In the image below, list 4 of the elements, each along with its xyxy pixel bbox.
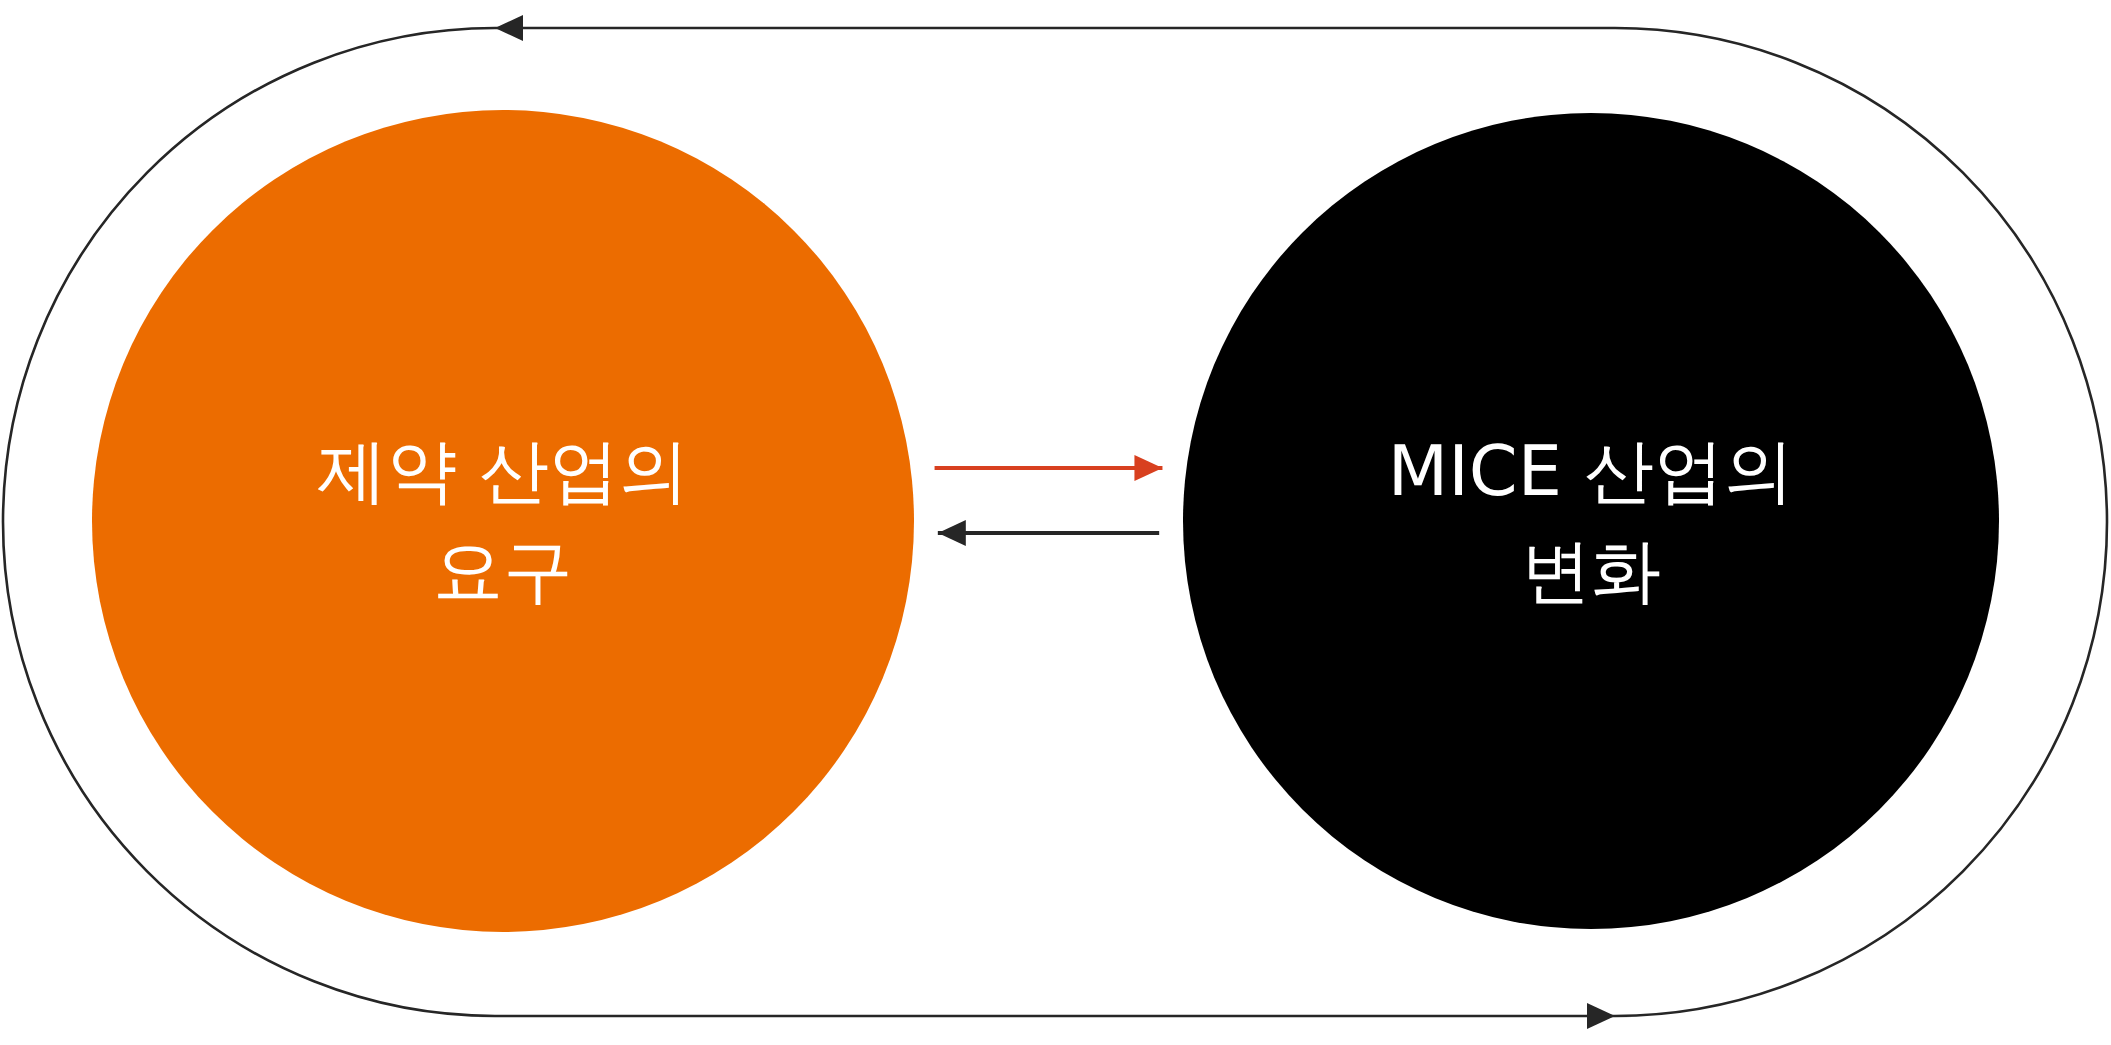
node-label: 제약 산업의 요구 xyxy=(315,429,691,614)
arrow xyxy=(937,520,1160,546)
arrow xyxy=(934,455,1163,481)
node-label: MICE 산업의 변화 xyxy=(1386,429,1796,614)
